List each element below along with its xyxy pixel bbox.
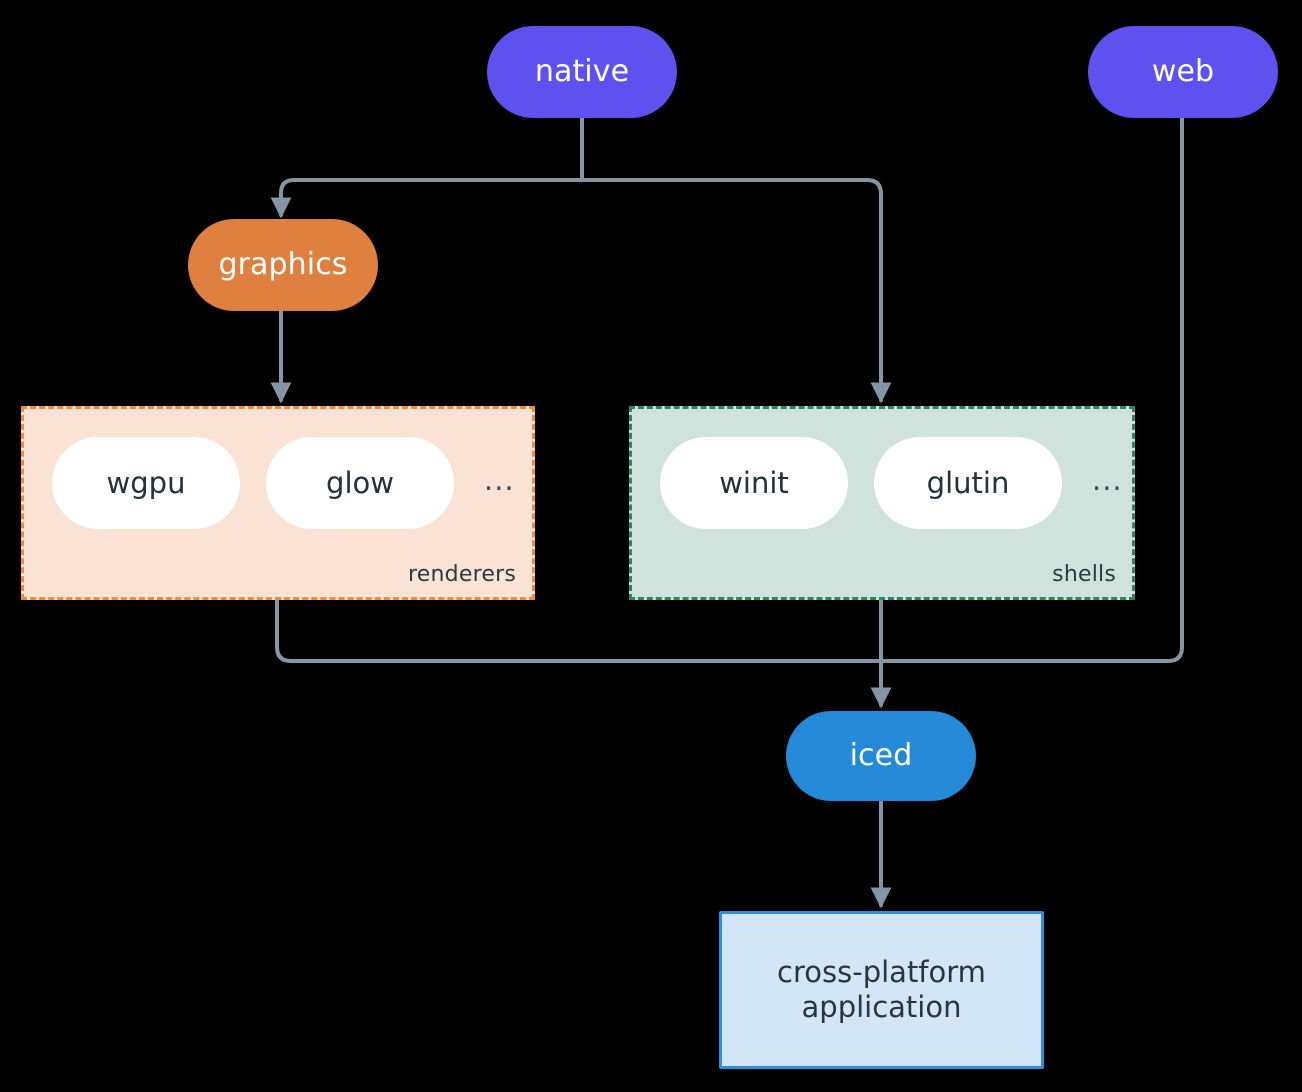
node-iced[interactable]: iced	[786, 711, 976, 801]
node-application[interactable]: cross-platform application	[719, 911, 1044, 1069]
group-shells[interactable]: winit glutin ... shells	[629, 406, 1135, 600]
group-shells-label: shells	[1052, 562, 1116, 587]
edge-renderers-to-iced	[275, 598, 883, 663]
renderers-ellipsis: ...	[484, 462, 515, 497]
node-native-label: native	[534, 53, 630, 89]
node-application-line2: application	[801, 990, 962, 1024]
group-renderers-label: renderers	[408, 562, 516, 587]
node-web-label: web	[1151, 53, 1215, 89]
node-winit-label: winit	[719, 466, 789, 500]
node-native[interactable]: native	[487, 26, 677, 118]
group-renderers[interactable]: wgpu glow ... renderers	[21, 406, 535, 600]
edge-native-to-shells	[580, 178, 892, 404]
node-glow-label: glow	[326, 466, 394, 500]
node-graphics[interactable]: graphics	[188, 219, 378, 311]
group-shells-items: winit glutin ...	[632, 437, 1132, 529]
node-glutin-label: glutin	[926, 466, 1010, 500]
node-application-line1: cross-platform	[777, 954, 986, 989]
node-web[interactable]: web	[1088, 26, 1278, 118]
node-winit[interactable]: winit	[660, 437, 848, 529]
edge-native-to-graphics	[270, 178, 584, 219]
node-graphics-label: graphics	[218, 246, 348, 282]
node-wgpu[interactable]: wgpu	[52, 437, 240, 529]
node-glutin[interactable]: glutin	[874, 437, 1062, 529]
node-wgpu-label: wgpu	[106, 466, 186, 500]
shells-ellipsis: ...	[1092, 462, 1123, 497]
node-glow[interactable]: glow	[266, 437, 454, 529]
node-iced-label: iced	[849, 737, 913, 773]
group-renderers-items: wgpu glow ...	[24, 437, 532, 529]
